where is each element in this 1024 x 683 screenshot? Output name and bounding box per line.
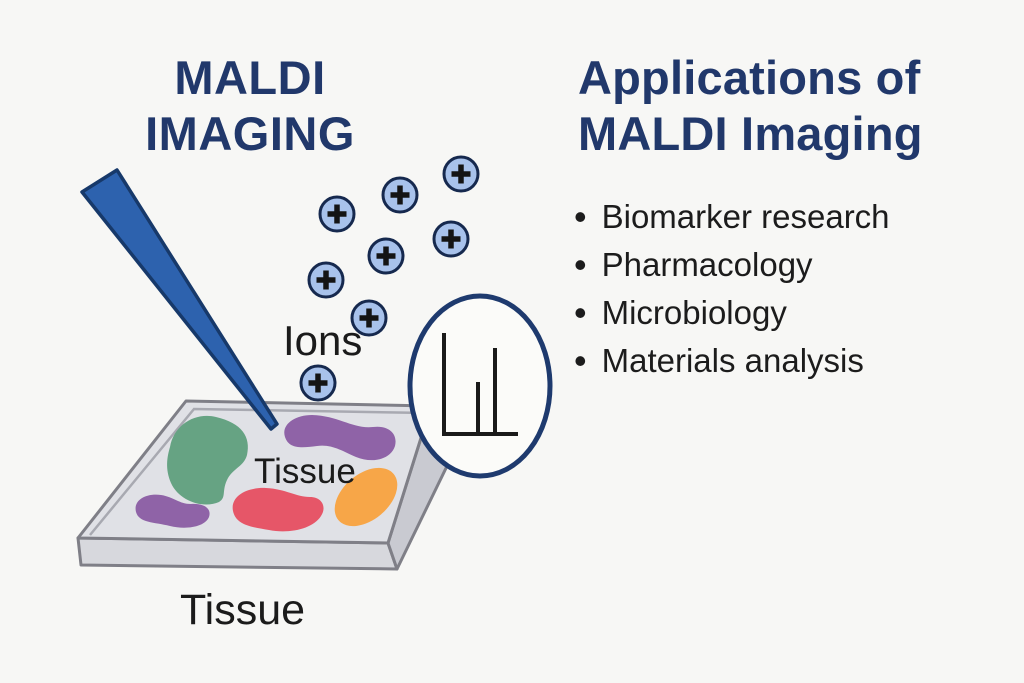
bullet-icon: • (574, 244, 587, 285)
blob-red (232, 487, 324, 532)
title-line-2: IMAGING (145, 107, 355, 160)
tissue-blobs (135, 415, 398, 532)
ion-cloud (299, 155, 480, 402)
list-item: • Materials analysis (574, 337, 890, 385)
blob-orange (334, 467, 398, 527)
plus-ion-icon (350, 299, 388, 337)
list-item: • Pharmacology (574, 241, 890, 289)
slide-bevel-rim (89, 407, 429, 536)
plus-ion-icon (307, 261, 345, 299)
applications-heading-line-1: Applications of (578, 51, 921, 104)
ions-label: Ions (283, 317, 363, 364)
plus-ion-icon (432, 220, 470, 258)
title-line-1: MALDI (174, 51, 326, 104)
list-item-label: Pharmacology (601, 246, 813, 283)
blob-purple-top (284, 415, 396, 461)
tissue-label-below: Tissue (180, 586, 306, 634)
plus-ion-icon (367, 237, 405, 275)
plus-ion-icon (442, 155, 480, 193)
plus-ion-icon (299, 364, 337, 402)
blob-green (167, 415, 248, 505)
bullet-icon: • (574, 196, 587, 237)
applications-list: • Biomarker research • Pharmacology • Mi… (574, 193, 890, 385)
plus-ion-icon (381, 176, 419, 214)
tissue-label-on-slide: Tissue (254, 452, 356, 491)
list-item: • Biomarker research (574, 193, 890, 241)
bullet-icon: • (574, 340, 587, 381)
blob-purple-bottom (135, 494, 210, 528)
list-item-label: Biomarker research (601, 198, 890, 235)
list-item: • Microbiology (574, 289, 890, 337)
applications-heading: Applications of MALDI Imaging (578, 50, 923, 162)
spectrum-peaks-icon (442, 333, 518, 436)
list-item-label: Materials analysis (601, 342, 864, 379)
bullet-icon: • (574, 292, 587, 333)
page-title: MALDI IMAGING (100, 50, 400, 162)
laser-beam-icon (80, 168, 279, 431)
list-item-label: Microbiology (601, 294, 787, 331)
tissue-slide (76, 399, 450, 571)
mass-spectrum-circle-icon (407, 293, 553, 479)
plus-ion-icon (318, 195, 356, 233)
applications-heading-line-2: MALDI Imaging (578, 107, 923, 160)
